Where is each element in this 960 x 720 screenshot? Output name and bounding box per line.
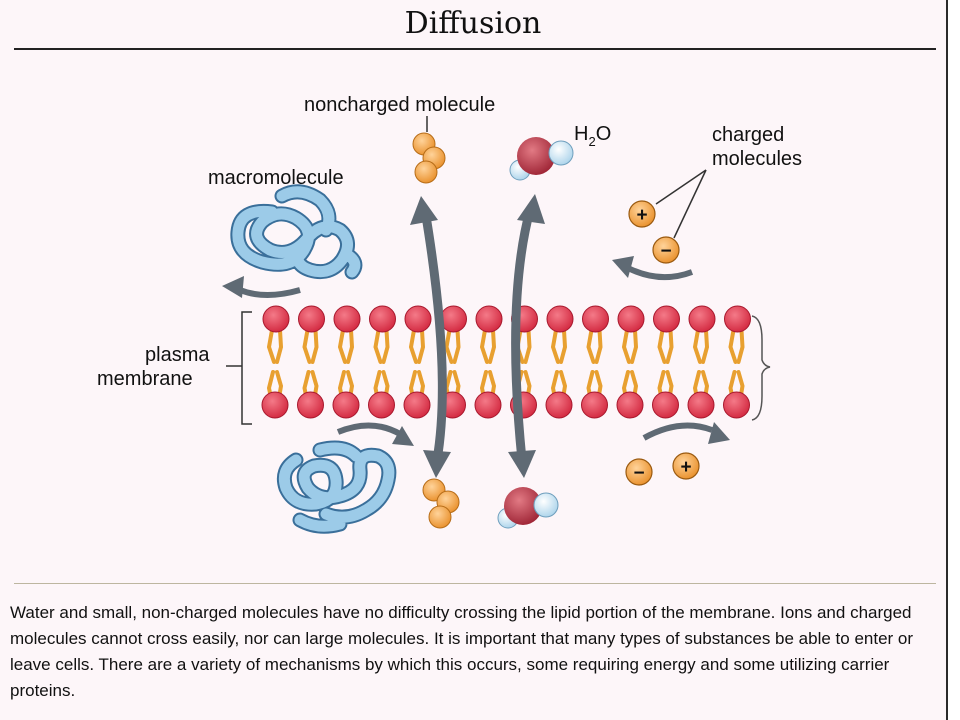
label-macromolecule: macromolecule [208,167,344,189]
phospholipid-bottom [474,370,502,419]
window-edge [948,0,960,720]
charged-ion-positive-bottom: + [672,452,700,480]
phospholipid-bottom [261,370,289,419]
charged-label-leaders [655,169,707,239]
slide-title: Diffusion [404,6,542,41]
title-divider [14,48,936,50]
diffusion-diagram: + − − + noncharged molecule H2O charged … [97,94,802,534]
phospholipid-bottom [616,370,644,419]
macromolecule-blocked-arrow-bottom [336,422,414,446]
phospholipid-bottom [332,370,360,419]
label-charged-line2: molecules [712,148,802,170]
svg-text:+: + [636,205,647,226]
phospholipid-top [582,305,609,364]
phospholipid-top [653,305,680,364]
phospholipid-top [688,305,716,364]
phospholipid-top [404,305,432,364]
caption-text: Water and small, non-charged molecules h… [10,603,914,700]
phospholipid-bottom [403,370,431,419]
water-molecule-top [509,137,574,181]
label-membrane-line1: plasma [145,344,210,366]
label-charged-line1: charged [712,124,784,146]
macromolecule-blocked-arrow-top [222,276,301,298]
svg-text:+: + [680,457,691,478]
phospholipid-top [440,305,467,364]
svg-text:−: − [633,463,644,484]
svg-text:−: − [660,241,671,262]
water-molecule-bottom [497,487,559,529]
label-water: H2O [574,123,611,149]
phospholipid-bottom [368,370,395,419]
charged-ion-negative-bottom: − [625,458,653,486]
membrane-bracket-right [751,315,771,421]
phospholipid-bottom [652,370,679,419]
phospholipid-top [617,305,645,364]
membrane-bracket-left [241,311,252,425]
phospholipid-top [298,305,325,364]
charged-blocked-arrow-bottom [642,422,730,444]
charged-blocked-arrow-top [612,256,694,281]
noncharged-crossing-arrow [410,196,451,478]
phospholipid-top [333,305,361,364]
water-crossing-arrow [508,194,545,478]
noncharged-molecule-bottom [422,478,460,529]
phospholipid-bottom [545,370,573,419]
phospholipid-top [724,305,751,364]
charged-ion-negative-top: − [652,236,680,264]
macromolecule-top [230,184,363,280]
lipid-bilayer [261,305,751,419]
phospholipid-bottom [687,370,715,419]
charged-ion-positive-top: + [628,200,656,228]
phospholipid-bottom [723,370,750,419]
phospholipid-bottom [297,370,324,419]
phospholipid-top [369,305,396,364]
macromolecule-bottom [276,440,397,534]
noncharged-molecule-top [412,132,446,184]
caption-divider [14,583,936,584]
phospholipid-top [475,305,503,364]
phospholipid-bottom [581,370,608,419]
phospholipid-top [262,305,290,364]
label-membrane-line2: membrane [97,368,193,390]
label-noncharged-molecule: noncharged molecule [304,94,495,116]
phospholipid-top [546,305,574,364]
